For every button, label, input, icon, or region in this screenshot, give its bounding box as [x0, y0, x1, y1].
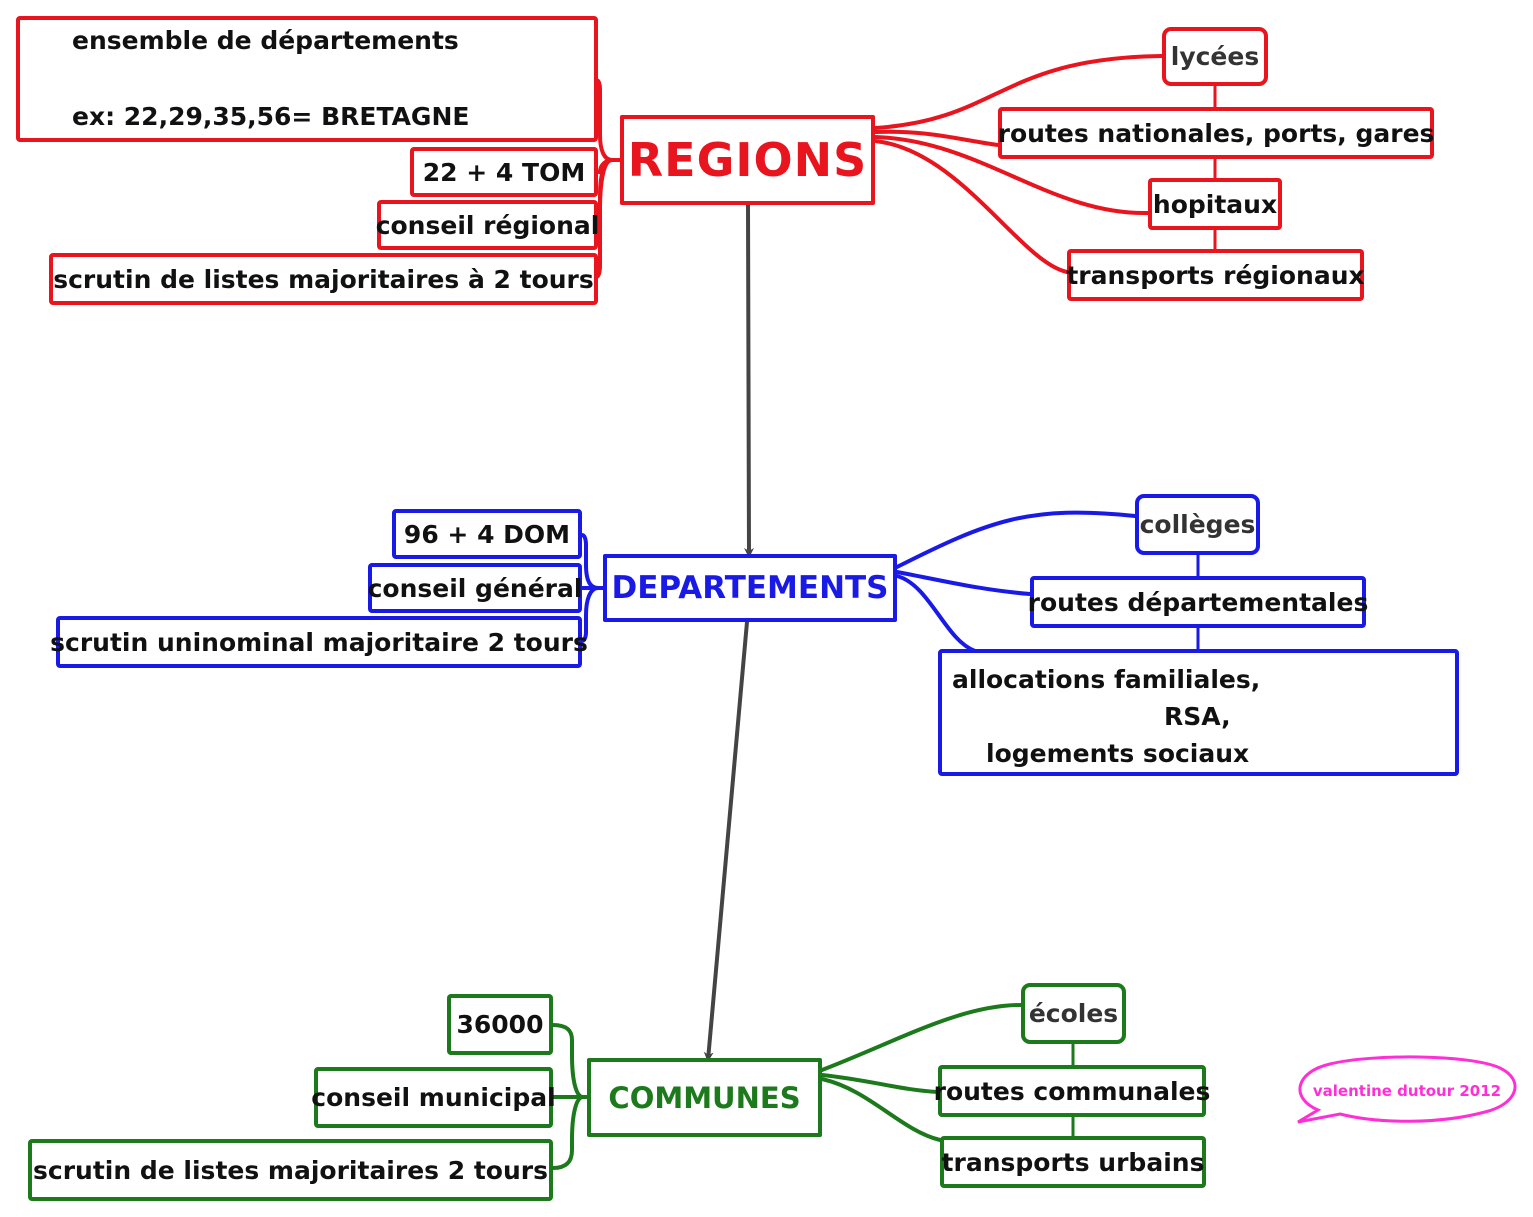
- node-label: 22 + 4 TOM: [422, 157, 586, 187]
- region-competence-routes[interactable]: routes nationales, ports, gares: [998, 107, 1434, 159]
- region-note-ensemble[interactable]: ensemble de départements ex: 22,29,35,56…: [16, 16, 598, 142]
- node-label-line: logements sociaux: [986, 739, 1250, 768]
- branch-departement-colleges: [895, 510, 1137, 569]
- departement-note-election[interactable]: scrutin uninominal majoritaire 2 tours: [50, 616, 588, 668]
- node-label: 36000: [456, 1010, 544, 1039]
- branch-region-transports: [873, 139, 1069, 274]
- region-competence-lycees[interactable]: lycées: [1162, 27, 1268, 86]
- central-node-title: REGIONS: [627, 133, 868, 187]
- node-label: collèges: [1139, 510, 1256, 539]
- node-label: transports régionaux: [1066, 260, 1365, 290]
- credit-speech-bubble: [1297, 1055, 1517, 1124]
- branch-commune-transports: [820, 1077, 942, 1142]
- central-node-regions[interactable]: REGIONS: [620, 115, 875, 205]
- node-label: routes communales: [933, 1076, 1211, 1106]
- departement-competence-colleges[interactable]: collèges: [1135, 494, 1260, 555]
- arrow-departements-to-communes: [703, 620, 749, 1062]
- departement-note-council[interactable]: conseil général: [368, 563, 582, 613]
- node-label: conseil municipal: [311, 1083, 556, 1112]
- node-label-line: allocations familiales,: [952, 665, 1261, 694]
- bracket-departement-1: [580, 533, 600, 590]
- node-label: scrutin de listes majoritaires à 2 tours: [53, 264, 594, 294]
- central-node-title: DEPARTEMENTS: [611, 570, 889, 606]
- branch-commune-ecoles: [820, 1003, 1023, 1072]
- central-node-departements[interactable]: DEPARTEMENTS: [603, 554, 897, 622]
- arrow-regions-to-departements: [743, 203, 754, 558]
- region-competence-transports[interactable]: transports régionaux: [1066, 249, 1365, 301]
- commune-competence-ecoles[interactable]: écoles: [1021, 983, 1126, 1044]
- node-label: routes nationales, ports, gares: [997, 118, 1435, 148]
- commune-note-council[interactable]: conseil municipal: [311, 1067, 556, 1128]
- node-label-line: ensemble de départements: [72, 26, 459, 55]
- branch-commune-routes: [820, 1073, 940, 1094]
- commune-note-count[interactable]: 36000: [447, 994, 553, 1055]
- bracket-commune-1: [551, 1023, 585, 1099]
- commune-competence-transports[interactable]: transports urbains: [940, 1136, 1206, 1188]
- node-label-line: RSA,: [1164, 702, 1231, 731]
- bracket-region-1: [594, 78, 614, 162]
- node-label-line: ex: 22,29,35,56= BRETAGNE: [72, 102, 470, 131]
- node-label: 96 + 4 DOM: [403, 519, 571, 549]
- departement-note-count[interactable]: 96 + 4 DOM: [392, 509, 582, 559]
- branch-departement-routes: [895, 570, 1032, 596]
- branch-region-hopitaux: [873, 135, 1150, 216]
- departement-competence-routes[interactable]: routes départementales: [1027, 576, 1369, 628]
- region-note-council[interactable]: conseil régional: [375, 200, 600, 250]
- node-label: hopitaux: [1152, 189, 1278, 219]
- departement-competence-social[interactable]: allocations familiales, RSA, logements s…: [938, 649, 1459, 776]
- region-note-count[interactable]: 22 + 4 TOM: [410, 147, 598, 197]
- region-competence-hopitaux[interactable]: hopitaux: [1148, 178, 1282, 230]
- node-label: écoles: [1028, 999, 1119, 1028]
- node-label: conseil général: [367, 573, 583, 603]
- central-node-title: COMMUNES: [608, 1080, 801, 1115]
- branch-region-routes: [873, 129, 1000, 147]
- branch-region-lycees: [873, 54, 1164, 130]
- node-label: scrutin de listes majoritaires 2 tours: [33, 1155, 548, 1185]
- node-label: routes départementales: [1027, 587, 1369, 617]
- branch-departement-social: [895, 574, 977, 653]
- commune-note-election[interactable]: scrutin de listes majoritaires 2 tours: [28, 1139, 553, 1201]
- bracket-commune-3: [551, 1095, 585, 1170]
- node-label: conseil régional: [375, 210, 600, 240]
- bracket-departement-3: [580, 586, 600, 643]
- node-label: scrutin uninominal majoritaire 2 tours: [50, 627, 588, 657]
- credit-label: valentine dutour 2012: [1312, 1082, 1502, 1100]
- commune-competence-routes[interactable]: routes communales: [934, 1065, 1210, 1117]
- region-note-election[interactable]: scrutin de listes majoritaires à 2 tours: [49, 253, 598, 305]
- node-label: transports urbains: [941, 1147, 1205, 1177]
- central-node-communes[interactable]: COMMUNES: [587, 1058, 822, 1137]
- node-label: lycées: [1170, 42, 1260, 71]
